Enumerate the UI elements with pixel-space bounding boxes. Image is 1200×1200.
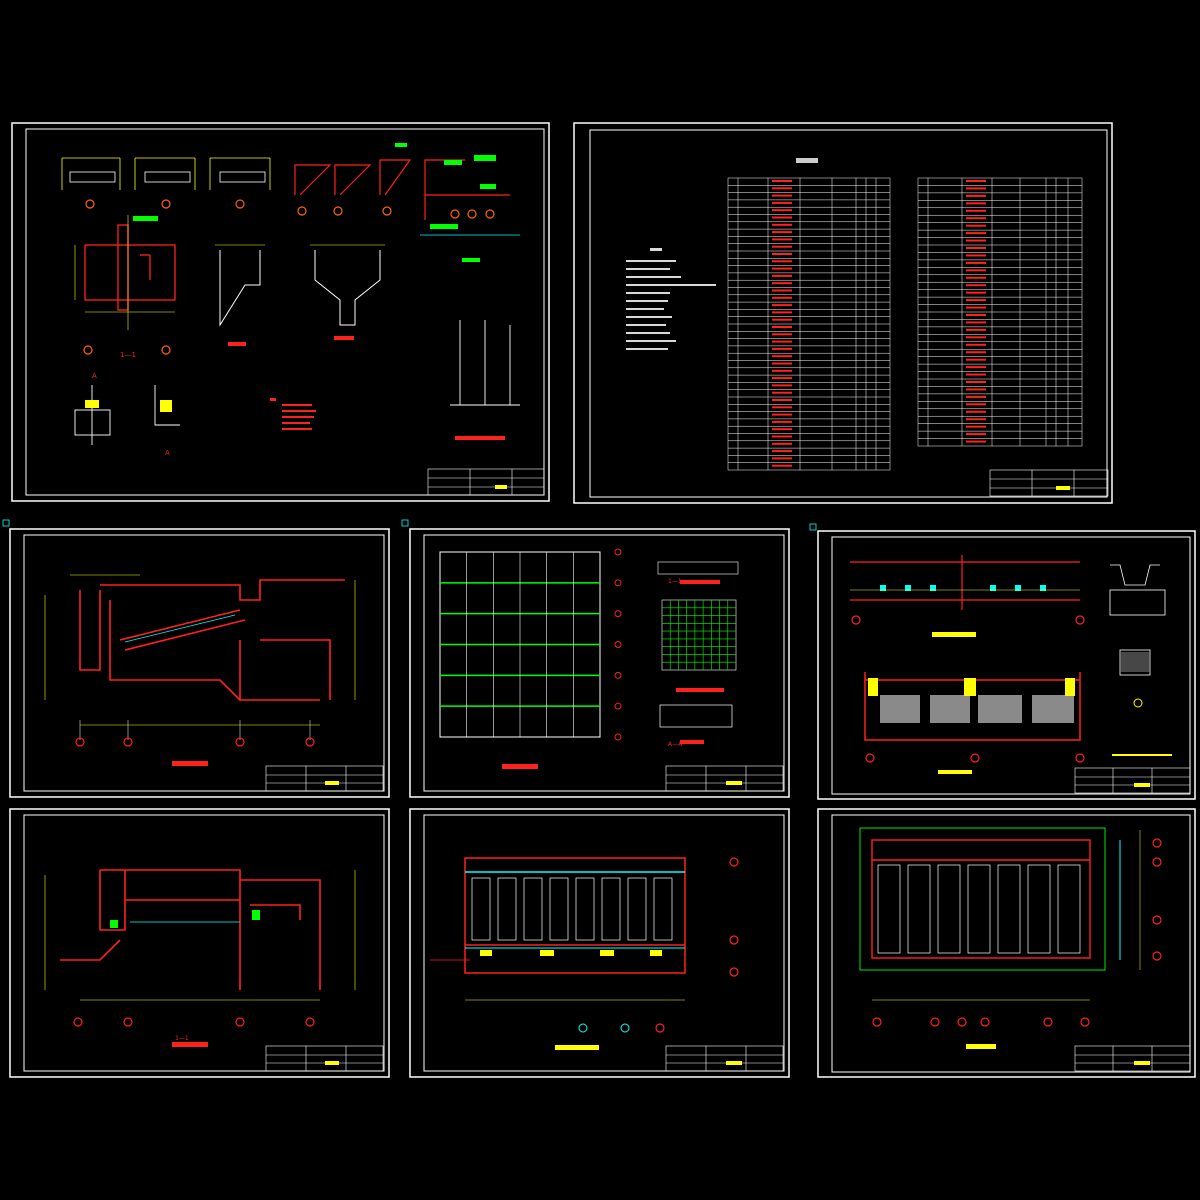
label-1-1: 1—1 (120, 351, 136, 359)
label-a-bottom: A (165, 449, 170, 457)
table-cell-mark (966, 314, 986, 316)
table-cell-mark (966, 321, 986, 324)
table-cell-mark (966, 358, 986, 361)
table-cell-mark (772, 399, 792, 401)
table-cell-mark (772, 209, 792, 212)
table-cell-mark (966, 261, 986, 264)
table-cell-mark (966, 336, 986, 339)
sheet-section-upper[interactable] (9, 528, 390, 798)
table-cell-mark (966, 247, 986, 249)
sheet-plan-lower-right[interactable] (817, 808, 1196, 1078)
table-cell-mark (966, 284, 986, 287)
table-cell-mark (772, 245, 792, 248)
table-cell-mark (966, 187, 986, 190)
table-cell-mark (772, 267, 792, 270)
table-cell-mark (772, 326, 792, 328)
table-cell-mark (772, 282, 792, 285)
table-cell-mark (966, 299, 986, 302)
sheet-plan-lower-middle[interactable] (409, 808, 790, 1078)
table-cell-mark (966, 224, 986, 227)
table-cell-mark (966, 209, 986, 212)
table-cell-mark (966, 425, 986, 428)
table-cell-mark (772, 457, 792, 460)
table-cell-mark (966, 410, 986, 413)
table-cell-mark (772, 289, 792, 292)
table-cell-mark (966, 366, 986, 369)
table-cell-mark (966, 194, 986, 197)
table-cell-mark (966, 217, 986, 220)
table-cell-mark (772, 333, 792, 336)
table-cell-mark (772, 304, 792, 307)
table-cell-mark (772, 260, 792, 263)
table-cell-mark (772, 201, 792, 204)
table-cell-mark (966, 343, 986, 346)
table-cell-mark (966, 373, 986, 376)
table-cell-mark (772, 180, 792, 182)
table-cell-mark (966, 306, 986, 309)
table-cell-mark (772, 428, 792, 431)
table-cell-mark (966, 433, 986, 436)
table-cell-mark (772, 369, 792, 372)
sheet-section-lower[interactable]: 1—1 (9, 808, 390, 1078)
sheet-plan-grid[interactable]: 1—1 A—A (409, 528, 790, 798)
table-cell-mark (772, 450, 792, 453)
table-cell-mark (966, 180, 986, 182)
table-cell-mark (772, 377, 792, 380)
label-1-1-grid: 1—1 (668, 578, 682, 585)
table-cell-mark (772, 216, 792, 219)
table-cell-mark (966, 395, 986, 398)
table-cell-mark (772, 318, 792, 321)
table-cell-mark (966, 276, 986, 279)
table-cell-mark (772, 391, 792, 394)
table-cell-mark (772, 238, 792, 241)
table-cell-mark (772, 347, 792, 350)
sheet-material-table[interactable] (573, 122, 1113, 504)
table-cell-mark (772, 187, 792, 190)
table-cell-mark (966, 232, 986, 235)
table-cell-mark (966, 381, 986, 383)
table-cell-mark (966, 440, 986, 443)
table-cell-mark (966, 418, 986, 421)
table-cell-mark (772, 340, 792, 343)
table-cell-mark (772, 355, 792, 358)
table-cell-mark (772, 274, 792, 277)
table-cell-mark (772, 253, 792, 255)
table-cell-mark (966, 403, 986, 406)
table-cell-mark (966, 202, 986, 205)
table-cell-mark (966, 388, 986, 391)
table-cell-mark (772, 384, 792, 387)
table-cell-mark (772, 223, 792, 226)
table-cell-mark (772, 362, 792, 365)
label-a-a: A—A (668, 741, 683, 748)
table-cell-mark (772, 464, 792, 467)
table-cell-mark (772, 311, 792, 314)
table-cell-mark (772, 420, 792, 423)
table-cell-mark (772, 413, 792, 416)
table-cell-mark (966, 328, 986, 331)
table-cell-mark (966, 254, 986, 257)
table-cell-mark (966, 239, 986, 242)
table-cell-mark (966, 351, 986, 354)
table-cell-mark (966, 291, 986, 294)
table-cell-mark (772, 194, 792, 197)
label-a-top: A (92, 372, 97, 380)
sheet-detail-drawings[interactable]: 1—1 A A (11, 122, 550, 502)
table-cell-mark (772, 296, 792, 299)
table-cell-mark (772, 231, 792, 234)
table-cell-mark (966, 269, 986, 272)
table-cell-mark (772, 435, 792, 438)
table-cell-mark (772, 406, 792, 409)
sheet-beam-section[interactable] (817, 530, 1196, 800)
table-cell-mark (772, 442, 792, 445)
label-1-1-lower: 1—1 (175, 1035, 189, 1042)
